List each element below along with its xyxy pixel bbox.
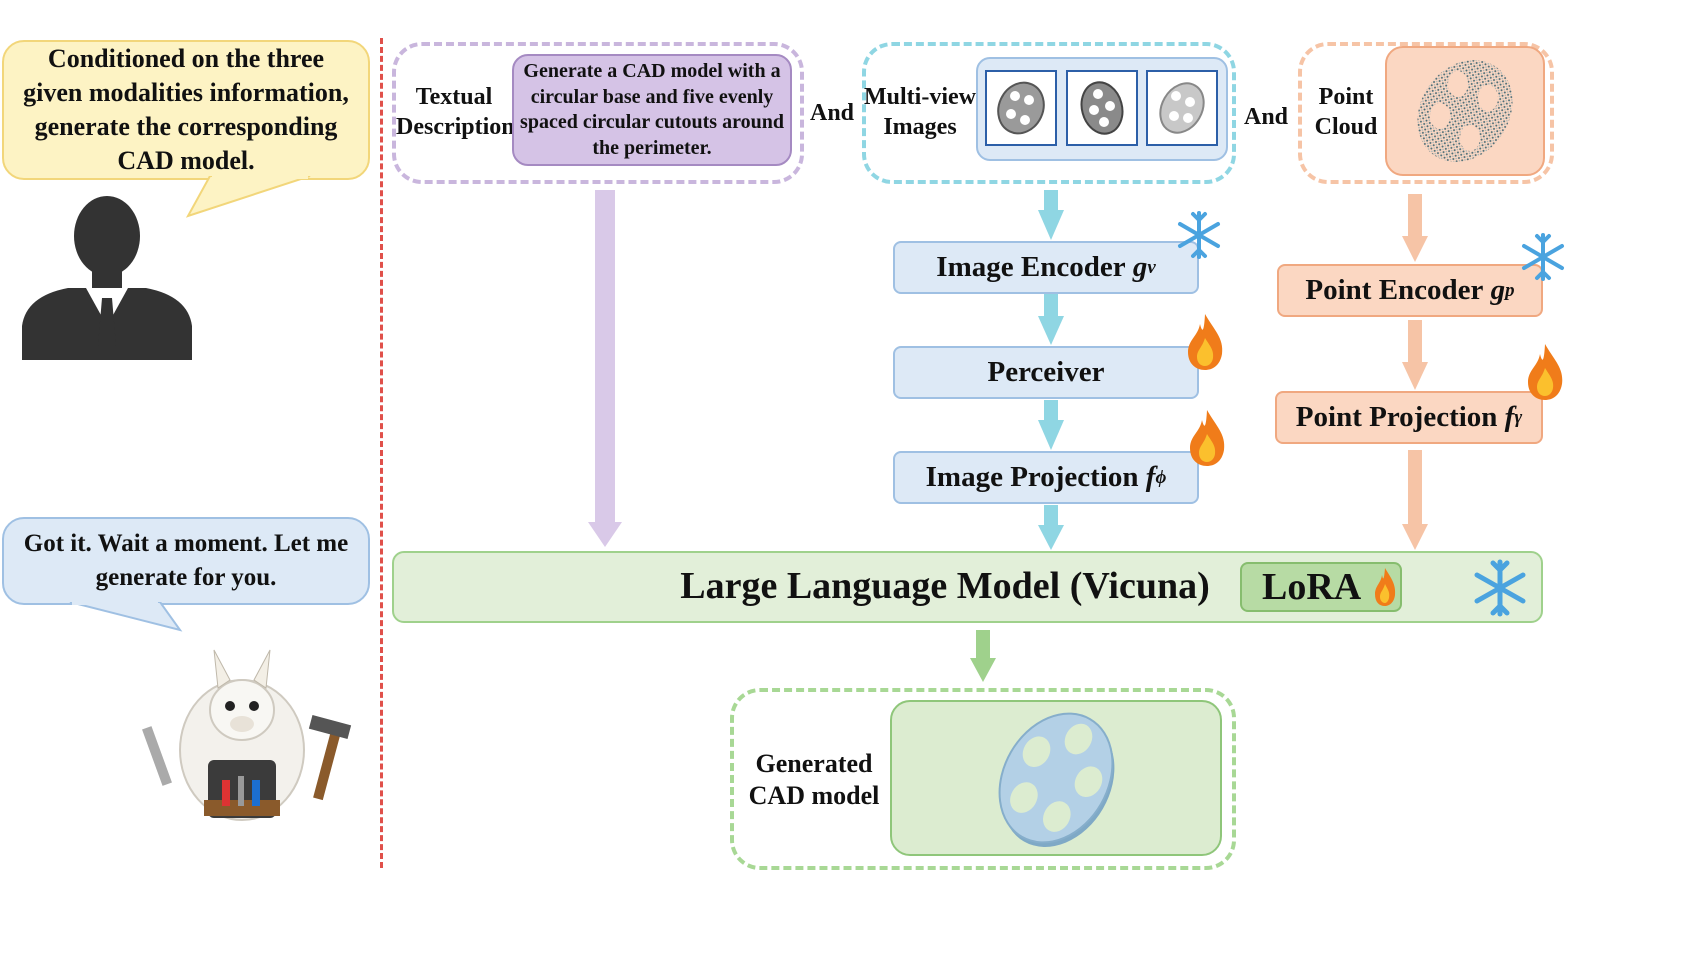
cad-model-render-icon (998, 712, 1115, 847)
perceiver-text: Perceiver (987, 356, 1105, 388)
panel-divider (380, 38, 383, 868)
textual-input-group (392, 42, 804, 184)
image-encoder-symbol: g (1132, 251, 1148, 283)
pointcloud-image-box (1385, 46, 1545, 176)
point-projection-symbol: f (1504, 401, 1515, 433)
flame-icon (1190, 410, 1225, 466)
multiview-input-group (862, 42, 1236, 184)
view-thumbnail-2 (1066, 70, 1138, 146)
pointcloud-label: Point Cloud (1314, 84, 1378, 140)
snowflake-icon (1522, 233, 1564, 281)
point-encoder-symbol: g (1490, 274, 1506, 306)
image-projection-text: Image Projection (925, 461, 1139, 493)
user-speech-bubble: Conditioned on the three given modalitie… (2, 40, 370, 180)
snowflake-icon (1178, 211, 1220, 259)
flame-icon (1375, 568, 1396, 606)
assistant-bubble-tail (69, 602, 183, 632)
cad-part-view-icon (1159, 82, 1205, 134)
perceiver-block: Perceiver (893, 346, 1199, 399)
image-encoder-text: Image Encoder (936, 251, 1126, 283)
assistant-speech-bubble: Got it. Wait a moment. Let me generate f… (2, 517, 370, 605)
generated-cad-image-box (890, 700, 1222, 856)
multiview-label: Multi-view Images (864, 84, 976, 140)
cad-part-view-icon (1080, 81, 1124, 135)
point-cloud-icon (1417, 60, 1513, 162)
image-encoder-subscript: v (1147, 256, 1156, 278)
flame-icon (1528, 344, 1563, 400)
cad-part-view-icon (997, 81, 1045, 135)
and-label-1: And (809, 100, 855, 126)
point-encoder-subscript: p (1505, 279, 1515, 301)
snowflake-icon (1474, 559, 1526, 617)
and-label-2: And (1243, 104, 1289, 130)
llm-label: Large Language Model (Vicuna) (680, 565, 1210, 607)
generated-cad-label: Generated CAD model (748, 749, 880, 810)
image-projection-subscript: ϕ (1155, 466, 1167, 488)
output-group (730, 688, 1236, 870)
person-silhouette-icon (22, 196, 192, 360)
user-bubble-tail (185, 176, 311, 218)
lora-block: LoRA (1240, 562, 1402, 612)
image-projection-symbol: f (1145, 461, 1156, 493)
view-thumbnail-1 (985, 70, 1057, 146)
llama-mascot-icon (142, 649, 352, 821)
textual-prompt-box: Generate a CAD model with a circular bas… (512, 54, 792, 166)
point-projection-text: Point Projection (1295, 401, 1498, 433)
lora-label: LoRA (1262, 566, 1362, 608)
textual-description-label: Textual Description (396, 84, 515, 140)
assistant-bubble-text: Got it. Wait a moment. Let me generate f… (23, 530, 349, 591)
flame-icon (1188, 314, 1223, 370)
view-thumbnail-3 (1146, 70, 1218, 146)
pointcloud-input-group (1298, 42, 1554, 184)
point-encoder-text: Point Encoder (1305, 274, 1484, 306)
point-projection-subscript: γ (1514, 406, 1523, 428)
user-bubble-text: Conditioned on the three given modalitie… (23, 44, 349, 175)
textual-prompt-text: Generate a CAD model with a circular bas… (520, 60, 784, 159)
